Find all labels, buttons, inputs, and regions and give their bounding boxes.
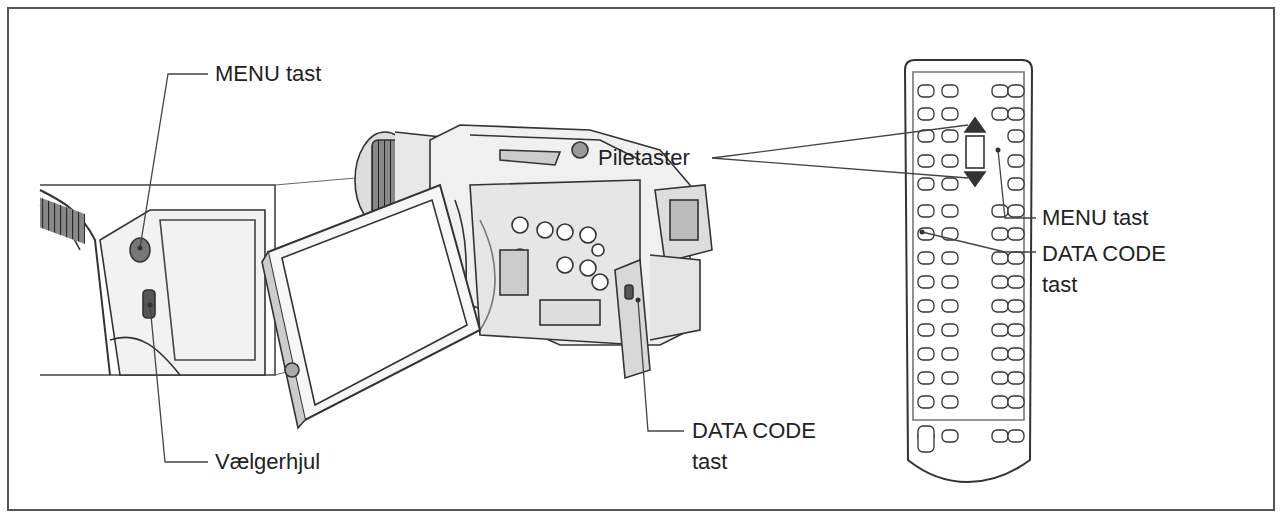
remote-button [992, 396, 1008, 408]
remote-button [918, 252, 934, 264]
remote-button [918, 155, 934, 167]
remote-button [942, 276, 958, 288]
remote-button [942, 324, 958, 336]
remote-button [918, 205, 934, 217]
remote-button [942, 348, 958, 360]
remote-button [1008, 228, 1024, 240]
remote-button [1008, 372, 1024, 384]
remote-button [1008, 430, 1024, 442]
remote-button [942, 178, 958, 190]
part-label: MENU tast [215, 58, 415, 89]
remote-button [1008, 324, 1024, 336]
remote-button [1008, 300, 1024, 312]
remote-button [918, 372, 934, 384]
remote-button [992, 300, 1008, 312]
remote-button [1008, 155, 1024, 167]
remote-button [942, 252, 958, 264]
part-label: Vælgerhjul [215, 446, 415, 477]
part-label: MENU tast [1042, 202, 1242, 233]
part-label: DATA CODE tast [1042, 238, 1192, 300]
remote-button [1008, 108, 1024, 120]
remote-button [992, 205, 1008, 217]
remote-button [918, 396, 934, 408]
remote-button [918, 324, 934, 336]
remote-button [1008, 348, 1024, 360]
remote-button [1008, 85, 1024, 97]
remote-button [942, 85, 958, 97]
remote-button [942, 205, 958, 217]
remote-button [918, 348, 934, 360]
remote-button [1008, 130, 1024, 142]
part-label: DATA CODE tast [692, 415, 842, 477]
part-label: Piletaster [598, 142, 748, 173]
remote-button [992, 108, 1008, 120]
remote-button [942, 300, 958, 312]
remote-button [992, 228, 1008, 240]
remote-button [1008, 252, 1024, 264]
remote-button [992, 324, 1008, 336]
remote-button [942, 372, 958, 384]
remote-button [1008, 396, 1024, 408]
remote-button [1008, 276, 1024, 288]
remote-button [992, 372, 1008, 384]
remote-button [992, 276, 1008, 288]
remote-button [942, 430, 958, 442]
frame [8, 8, 1274, 510]
remote-button [918, 85, 934, 97]
remote-button [1008, 178, 1024, 190]
remote-button [992, 430, 1008, 442]
remote-button [918, 130, 934, 142]
remote-button [918, 300, 934, 312]
remote-button [918, 426, 934, 452]
remote-button [918, 276, 934, 288]
remote-button [992, 348, 1008, 360]
remote-button [918, 108, 934, 120]
remote-button [992, 85, 1008, 97]
remote-button [918, 178, 934, 190]
remote-button [1008, 205, 1024, 217]
leader-lines [140, 74, 1036, 462]
remote-button [942, 155, 958, 167]
remote-button [942, 130, 958, 142]
remote-button [992, 252, 1008, 264]
remote-control [905, 60, 1032, 482]
remote-button [942, 396, 958, 408]
remote-button [942, 108, 958, 120]
